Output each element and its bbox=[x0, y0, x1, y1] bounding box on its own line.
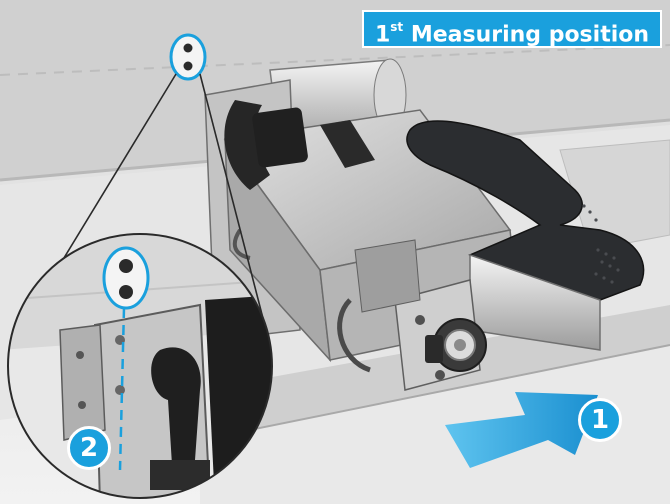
side-bracket bbox=[354, 239, 421, 313]
zoom-hole-top bbox=[119, 259, 133, 273]
zoom-lever bbox=[151, 347, 201, 477]
sensor-hole-top-small bbox=[183, 43, 193, 53]
zoom-border bbox=[7, 233, 273, 499]
zoom-side-plate bbox=[59, 324, 106, 441]
title-superscript: st bbox=[390, 20, 404, 34]
pedal bbox=[320, 120, 375, 168]
rail-line bbox=[0, 44, 670, 76]
clamp bbox=[425, 335, 443, 363]
sensor-core bbox=[454, 339, 466, 351]
title-prefix: 1 bbox=[374, 22, 391, 48]
callout-badge-2: 2 bbox=[67, 426, 111, 470]
detail-marker bbox=[169, 33, 207, 81]
zoom-hole-bottom bbox=[119, 285, 133, 299]
sensor-hole-bottom-small bbox=[183, 61, 193, 71]
zoom-inset bbox=[7, 233, 273, 499]
push-direction-arrow-icon bbox=[445, 392, 598, 468]
cable-loop bbox=[337, 298, 371, 373]
cover-vent bbox=[582, 204, 620, 284]
carriage-assembly bbox=[204, 58, 645, 391]
zoom-holes-marker bbox=[102, 246, 150, 310]
zoom-line-right bbox=[199, 73, 267, 331]
title-suffix: Measuring position bbox=[403, 22, 650, 48]
measuring-position-title: 1st Measuring position bbox=[362, 10, 662, 48]
callout-badge-1: 1 bbox=[578, 398, 622, 442]
connector-block bbox=[252, 107, 308, 168]
right-slot bbox=[559, 139, 670, 251]
dark-cover bbox=[406, 120, 645, 303]
cable-bundle bbox=[224, 100, 270, 190]
front-bed bbox=[200, 345, 670, 504]
rail-edge bbox=[199, 344, 670, 441]
